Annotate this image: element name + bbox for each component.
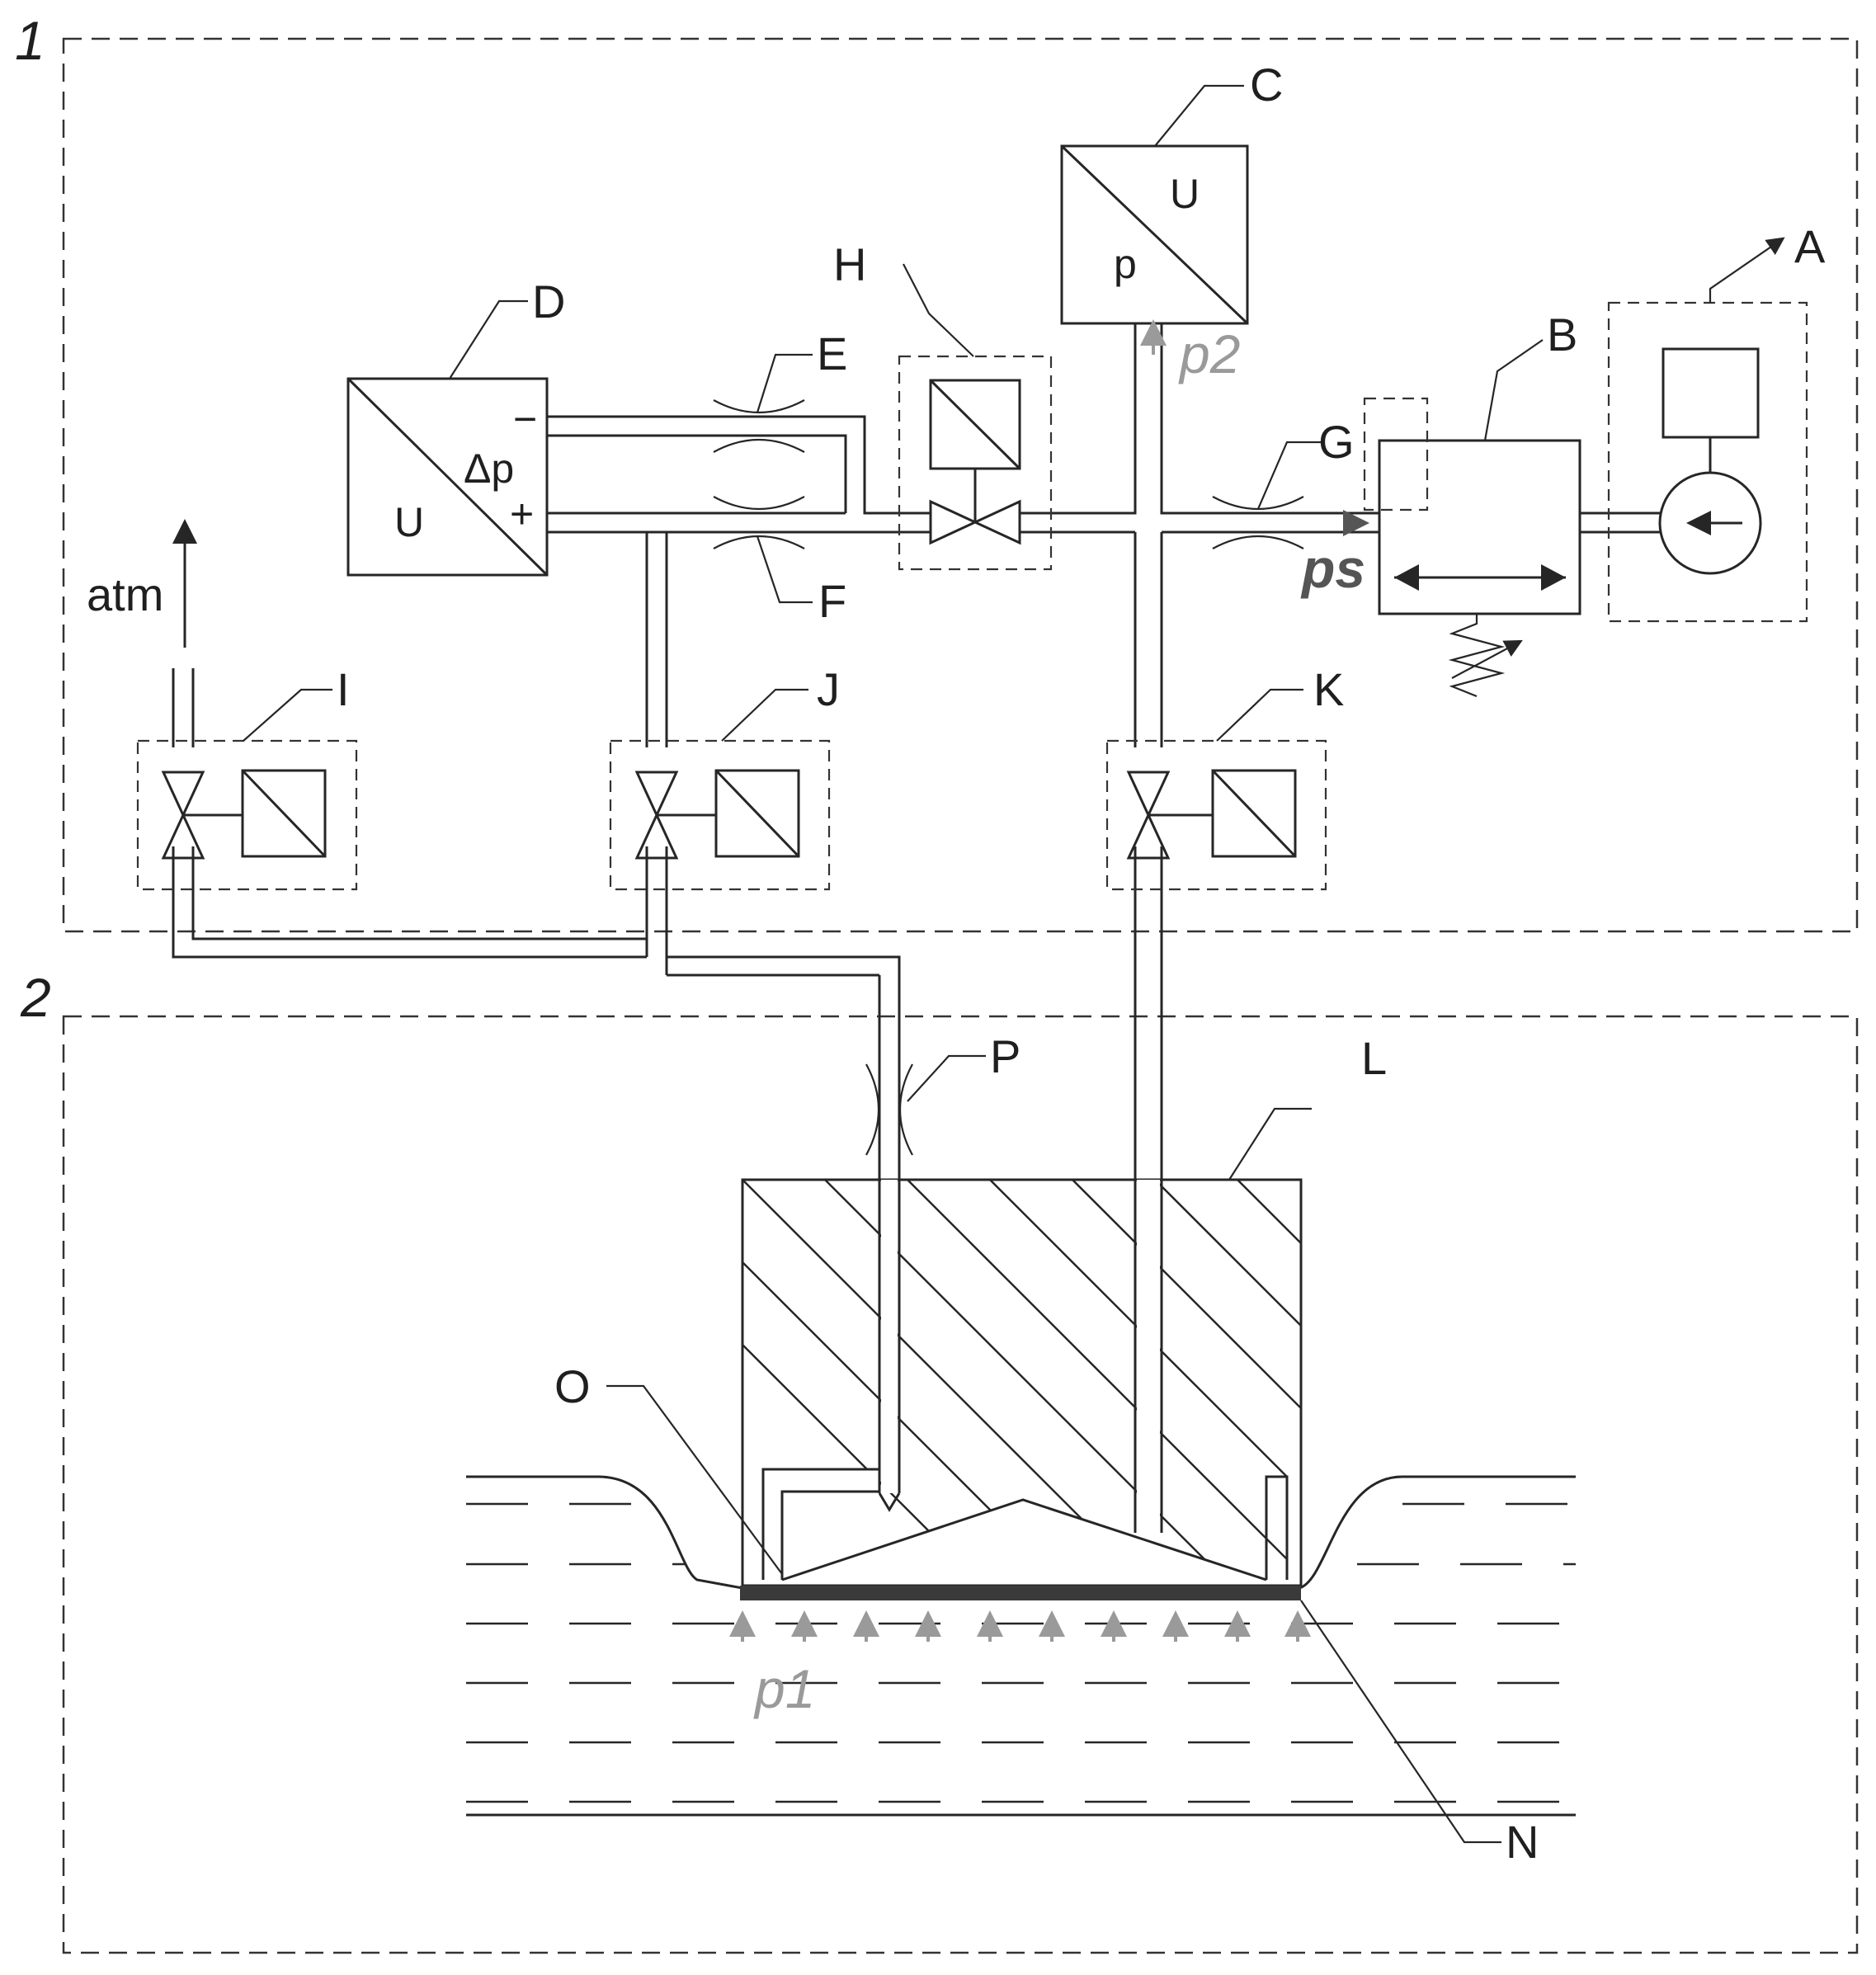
tube-k-interior [1137,1180,1160,1533]
transducer-d-dp: Δp [464,445,514,492]
transducer-d-plus: + [510,491,534,537]
region-1-frame [62,37,1859,933]
restrictor-g-icon [1212,496,1304,549]
restrictor-e-icon [713,399,805,453]
valve-j-housing [609,739,831,891]
tube-o-interior [881,1180,898,1493]
label-o: O [554,1360,591,1412]
label-e: E [817,328,847,379]
label-c: C [1250,59,1283,111]
spring-icon [1448,614,1506,698]
label-p: P [990,1030,1020,1082]
valve-j-icon [634,771,679,860]
membrane-n [740,1586,1301,1600]
label-l: L [1361,1032,1387,1084]
pressure-p1: p1 [753,1658,815,1719]
component-b-regulator [1378,439,1581,615]
pressure-ps: ps [1300,538,1365,599]
valve-h-icon [929,499,1021,545]
component-a-motor [1662,347,1760,439]
measurement-cell-l [741,1178,1303,1587]
valve-i-icon [161,771,205,860]
component-a-housing [1607,301,1808,623]
label-a: A [1794,220,1826,272]
restrictor-p-icon [865,1063,913,1156]
transducer-d-minus: − [513,396,537,442]
label-d: D [532,276,565,328]
label-j: J [817,663,840,715]
label-n: N [1506,1816,1539,1868]
transducer-c-p: p [1114,241,1137,287]
label-f: F [818,575,846,627]
restrictor-f-icon [713,496,805,549]
label-g: G [1318,416,1355,468]
region-2-label: 2 [20,967,51,1028]
transducer-c-u: U [1170,171,1200,217]
valve-h-housing [898,355,1053,571]
valve-k-housing [1105,739,1327,891]
label-k: K [1313,663,1344,715]
valve-i-housing [136,739,358,891]
label-b: B [1547,309,1577,361]
region-1-label: 1 [15,10,45,71]
valve-k-icon [1126,771,1171,860]
atm-label: atm [87,568,163,620]
liquid-body [466,1475,1576,1817]
label-i: I [337,663,350,715]
component-g-pilot [1363,397,1429,511]
transducer-d-u: U [394,499,424,545]
p1-pressure-arrows [729,1610,1311,1642]
label-h: H [833,238,866,290]
region-2-frame [62,1015,1859,1954]
pressure-p2: p2 [1178,323,1240,384]
